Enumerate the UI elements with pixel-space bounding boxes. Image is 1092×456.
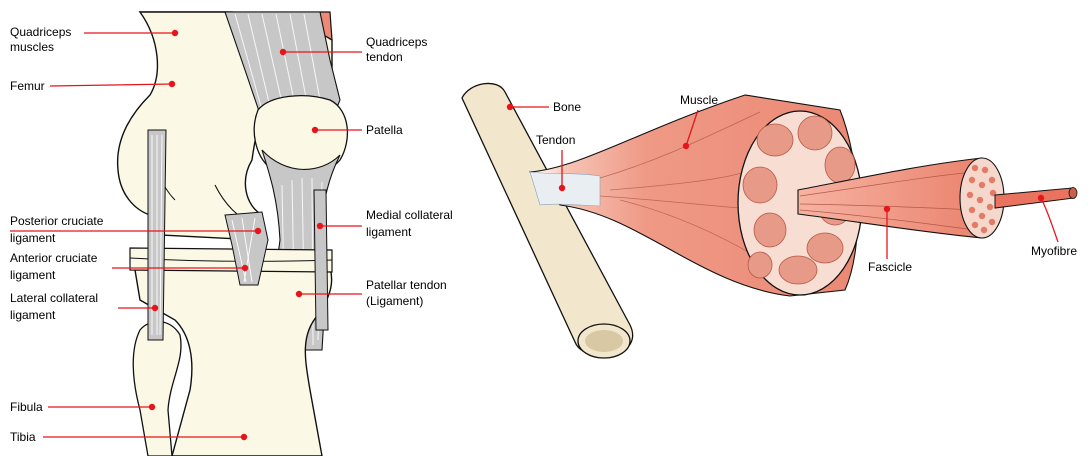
label-quadriceps-muscles-2: muscles	[10, 40, 54, 54]
label-posterior-cruciate-2: ligament	[10, 231, 56, 245]
label-lateral-collateral-1: Lateral collateral	[10, 291, 98, 305]
muscle-structure-illustration	[462, 83, 1077, 358]
label-patellar-tendon-2: (Ligament)	[366, 294, 423, 308]
label-anterior-cruciate-1: Anterior cruciate	[10, 251, 98, 265]
myofibre-shape	[995, 188, 1074, 208]
label-tendon: Tendon	[536, 133, 575, 147]
label-patella: Patella	[366, 123, 403, 137]
label-quadriceps-muscles-1: Quadriceps	[10, 25, 71, 39]
label-bone: Bone	[553, 100, 581, 114]
label-anterior-cruciate-2: ligament	[10, 268, 56, 282]
medial-collateral-ligament-shape	[314, 190, 328, 330]
fibula-shape	[133, 322, 181, 456]
label-lateral-collateral-2: ligament	[10, 308, 56, 322]
label-patellar-tendon-1: Patellar tendon	[366, 278, 447, 292]
label-medial-collateral-2: ligament	[366, 225, 412, 239]
label-posterior-cruciate-1: Posterior cruciate	[10, 214, 104, 228]
label-muscle: Muscle	[680, 93, 718, 107]
label-tibia: Tibia	[10, 430, 36, 444]
label-fibula: Fibula	[10, 400, 43, 414]
knee-illustration	[118, 12, 348, 456]
label-femur: Femur	[10, 79, 45, 93]
label-medial-collateral-1: Medial collateral	[366, 208, 453, 222]
label-fascicle: Fascicle	[868, 260, 912, 274]
bone-shaft-shape	[462, 83, 633, 356]
label-myofibre: Myofibre	[1031, 244, 1077, 258]
label-quadriceps-tendon-2: tendon	[366, 50, 403, 64]
label-quadriceps-tendon-1: Quadriceps	[366, 35, 427, 49]
